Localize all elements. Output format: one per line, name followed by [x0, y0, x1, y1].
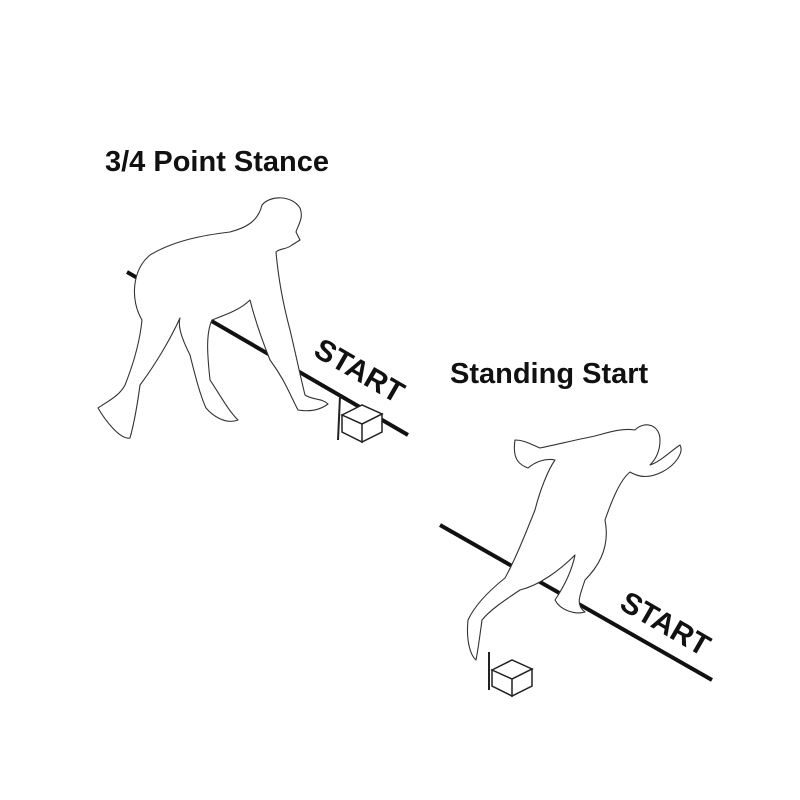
- timing-device: [337, 395, 384, 444]
- panel-three-quarter-stance: 3/4 Point Stance START: [97, 146, 410, 444]
- athlete-figure: [97, 197, 329, 439]
- start-label: START: [309, 332, 410, 409]
- panel-standing-start: Standing Start START: [439, 358, 716, 698]
- panel-title: Standing Start: [450, 358, 649, 390]
- athlete-figure: [466, 424, 682, 661]
- timing-device: [488, 652, 534, 698]
- panel-title: 3/4 Point Stance: [105, 146, 329, 178]
